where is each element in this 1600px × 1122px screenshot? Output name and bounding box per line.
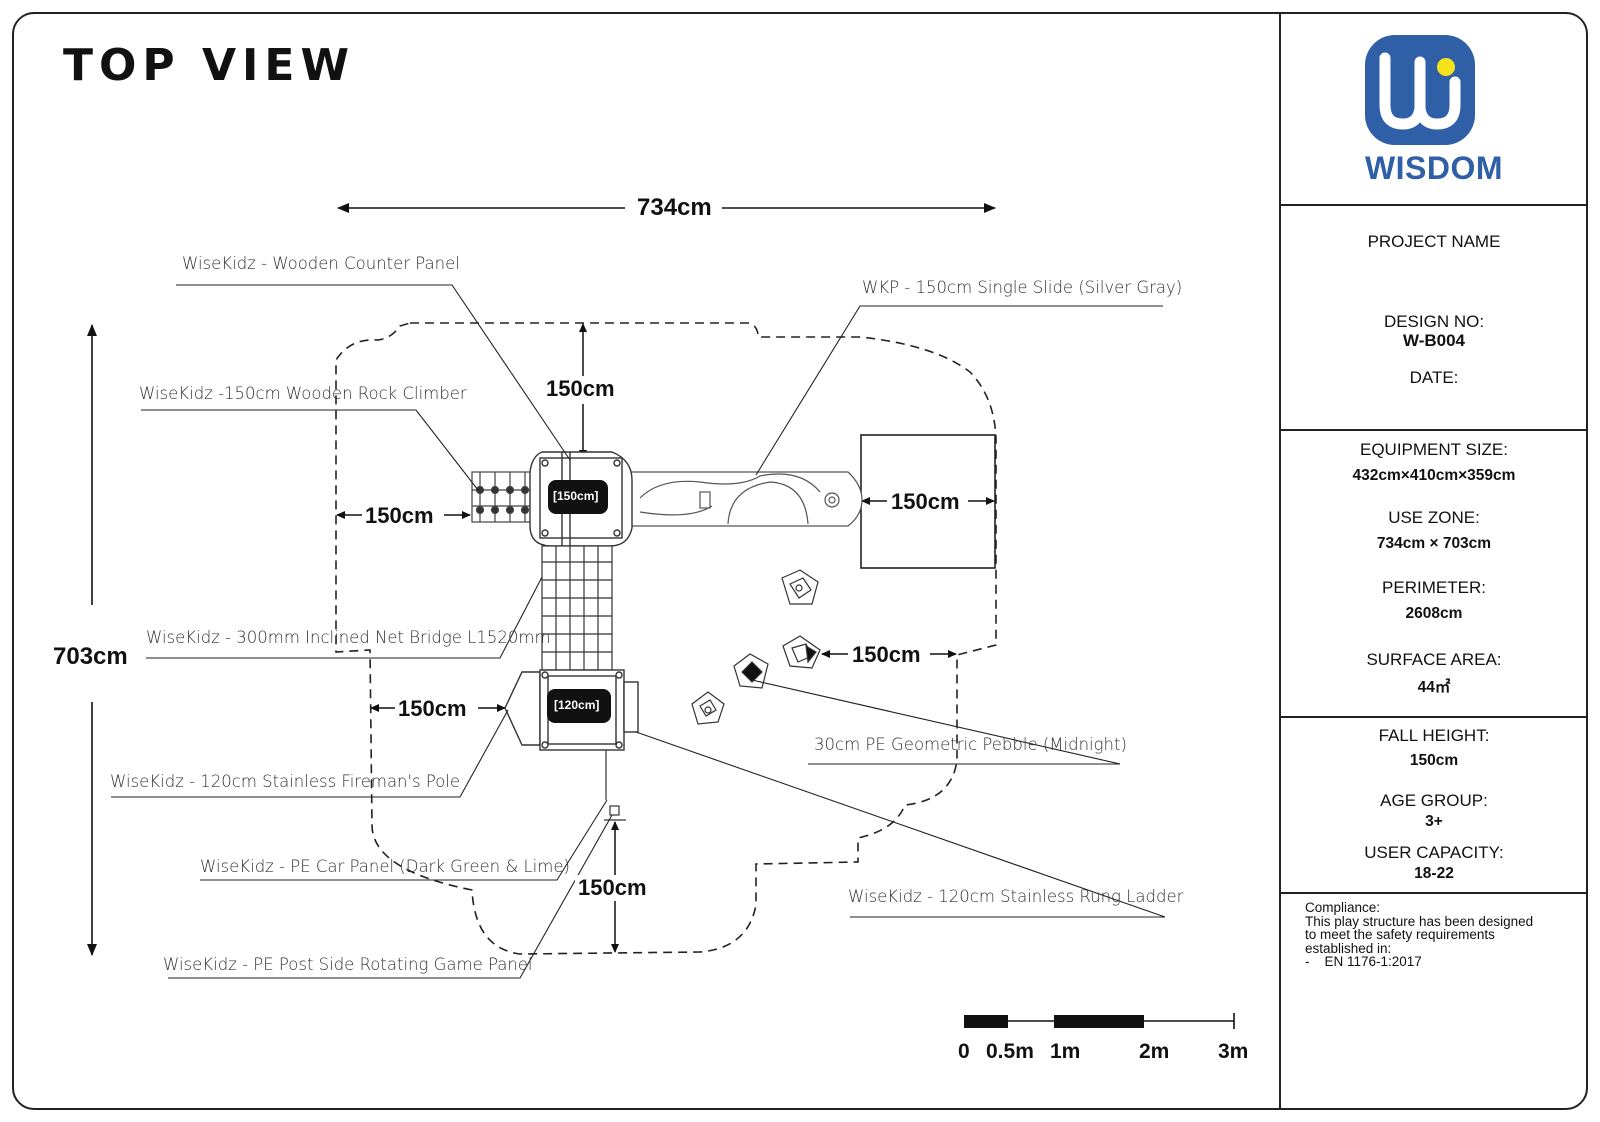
pebble <box>782 635 821 669</box>
scale-bar <box>964 1013 1235 1029</box>
lower-deck-tag <box>547 689 611 723</box>
user-capacity-value: 18-22 <box>1414 865 1454 882</box>
wisdom-logo-icon <box>1365 35 1475 145</box>
fall-height-value: 150cm <box>1409 752 1459 769</box>
compliance-heading: Compliance: <box>1305 900 1381 915</box>
surface-area-label: SURFACE AREA: <box>1366 650 1502 669</box>
pebble <box>733 653 769 689</box>
callout-geometric-pebble: 30cm PE Geometric Pebble (Midnight) <box>814 735 1127 754</box>
compliance-line: This play structure has been designed <box>1305 913 1534 929</box>
use-zone-value: 734cm × 703cm <box>1376 535 1492 552</box>
callout-net-bridge: WiseKidz - 300mm Inclined Net Bridge L15… <box>146 628 551 647</box>
compliance-line: to meet the safety requirements <box>1305 927 1495 942</box>
scale-label: 2m <box>1139 1040 1170 1063</box>
page-title: TOP VIEW <box>63 40 355 91</box>
design-no-label: DESIGN NO: <box>1383 312 1485 331</box>
project-name-label: PROJECT NAME <box>1367 232 1501 251</box>
compliance-standard: - EN 1176-1:2017 <box>1305 954 1422 969</box>
callout-wooden-counter-panel: WiseKidz - Wooden Counter Panel <box>182 254 460 273</box>
surface-area-value: 44㎡ <box>1417 679 1451 696</box>
age-group-label: AGE GROUP: <box>1380 791 1488 810</box>
pebble-clearance-label: 150cm <box>849 642 924 668</box>
compliance-line: established in: <box>1305 940 1392 956</box>
width-dimension-label: 734cm <box>634 194 715 222</box>
callout-single-slide: WKP - 150cm Single Slide (Silver Gray) <box>862 278 1183 297</box>
perimeter-label: PERIMETER: <box>1382 578 1486 597</box>
upper-deck-height-tag: [150cm] <box>553 489 599 503</box>
game-panel-post <box>604 750 626 821</box>
fall-height-label: FALL HEIGHT: <box>1378 726 1490 745</box>
top-clearance-label: 150cm <box>543 376 618 402</box>
age-group-value: 3+ <box>1425 813 1443 830</box>
pole-clearance-label: 150cm <box>395 696 470 722</box>
use-zone-outline <box>335 322 997 955</box>
design-no-value: W-B004 <box>1402 331 1465 350</box>
compliance-note: Compliance: This play structure has been… <box>1305 901 1575 969</box>
pebble <box>691 691 725 725</box>
equipment-size-value: 432cm×410cm×359cm <box>1352 467 1516 484</box>
use-zone-label: USE ZONE: <box>1388 508 1480 527</box>
brand-name: WISDOM <box>1364 150 1504 186</box>
rock-climber <box>471 471 541 523</box>
info-panel-grid <box>1279 13 1587 1109</box>
upper-deck-tag <box>548 480 608 514</box>
equipment-size-label: EQUIPMENT SIZE: <box>1360 440 1508 459</box>
slide-clearance-label: 150cm <box>888 489 963 515</box>
net-bridge <box>541 545 613 671</box>
user-capacity-label: USER CAPACITY: <box>1364 843 1504 862</box>
date-label: DATE: <box>1409 368 1459 387</box>
left-clearance-label: 150cm <box>362 503 437 529</box>
callout-firemans-pole: WiseKidz - 120cm Stainless Fireman's Pol… <box>110 772 461 791</box>
scale-label: 1m <box>1050 1040 1081 1063</box>
perimeter-value: 2608cm <box>1405 605 1463 622</box>
slide <box>621 471 863 527</box>
callout-car-panel: WiseKidz - PE Car Panel (Dark Green & Li… <box>200 857 570 876</box>
callout-rock-climber: WiseKidz -150cm Wooden Rock Climber <box>139 384 467 403</box>
scale-label: 0 <box>958 1040 970 1063</box>
lower-deck-height-tag: [120cm] <box>554 698 600 712</box>
callout-rotating-game-panel: WiseKidz - PE Post Side Rotating Game Pa… <box>163 955 533 974</box>
pebble <box>781 569 819 605</box>
callout-rung-ladder: WiseKidz - 120cm Stainless Rung Ladder <box>848 887 1184 906</box>
callout-leaders <box>111 284 1166 979</box>
height-dimension-label: 703cm <box>50 643 131 671</box>
drawing-frame <box>12 12 1588 1110</box>
scale-label: 3m <box>1218 1040 1249 1063</box>
bottom-clearance-label: 150cm <box>575 875 650 901</box>
scale-label: 0.5m <box>986 1040 1034 1063</box>
